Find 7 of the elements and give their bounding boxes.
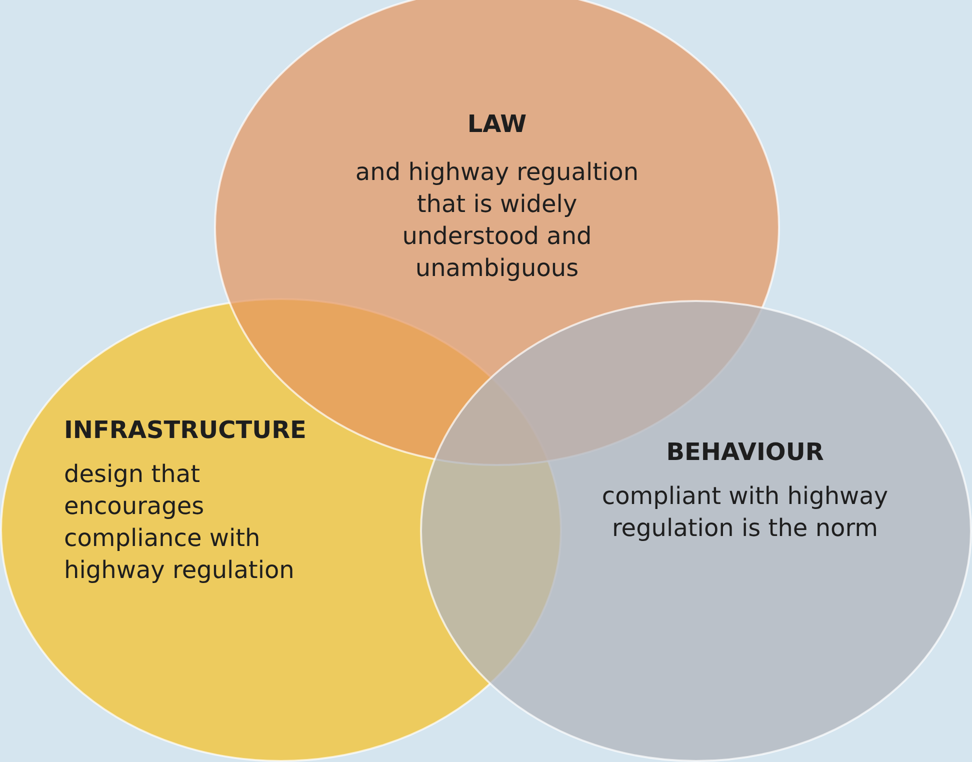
venn-ellipse [420,300,972,762]
circle-heading: INFRASTRUCTURE [64,415,308,446]
circle-description: compliant with highway regulation is the norm [600,481,890,544]
circle-heading: LAW [466,109,528,140]
circle-description: and highway regualtion that is widely understood and unambiguous [354,157,640,284]
circle-heading: BEHAVIOUR [665,437,825,468]
circle-description: design that encourages compliance with highway regulation [64,459,296,586]
